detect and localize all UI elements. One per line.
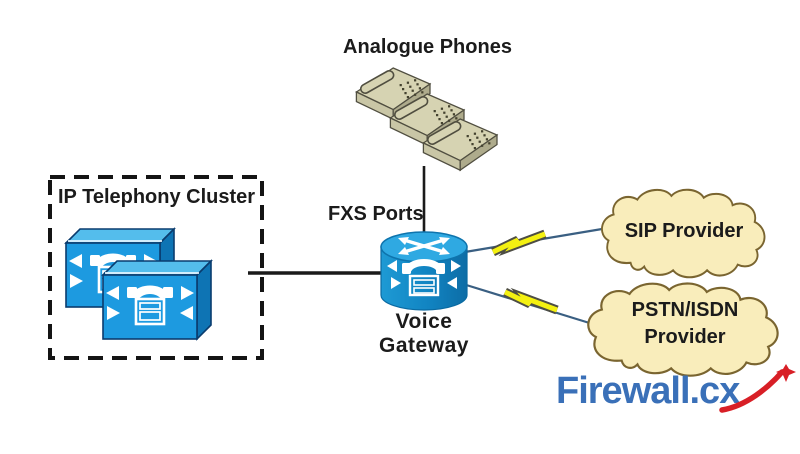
pstn-provider-label-line2: Provider: [644, 326, 726, 348]
firewall-cx-logo: Firewall.cx: [556, 370, 740, 413]
pstn-provider-label: PSTN/ISDN Provider: [596, 297, 774, 351]
logo-text-suffix: x: [719, 370, 740, 412]
pstn-provider-label-line1: PSTN/ISDN: [631, 299, 739, 321]
callmanager-icon: [101, 259, 213, 341]
voice-gateway-label: Voice Gateway: [341, 310, 507, 358]
sip-provider-label: SIP Provider: [624, 220, 744, 242]
analogue-phones-label: Analogue Phones: [343, 36, 512, 58]
voice-phone-glyph: [387, 259, 461, 297]
sip-lightning-bolt-icon: [491, 229, 547, 257]
cluster-boundary-box: [48, 175, 264, 360]
cluster-title-label: IP Telephony Cluster: [58, 186, 256, 208]
pstn-lightning-bolt-icon: [503, 287, 559, 315]
voice-gateway-label-line2: Gateway: [379, 334, 469, 357]
crossed-arrows-icon: [403, 238, 445, 254]
logo-text-prefix: Firewall.c: [556, 370, 720, 412]
analogue-phones-group: [356, 68, 497, 170]
fxs-ports-label: FXS Ports: [328, 203, 424, 225]
voice-gateway-router-icon: [380, 231, 468, 311]
voice-gateway-label-line1: Voice: [395, 310, 453, 333]
